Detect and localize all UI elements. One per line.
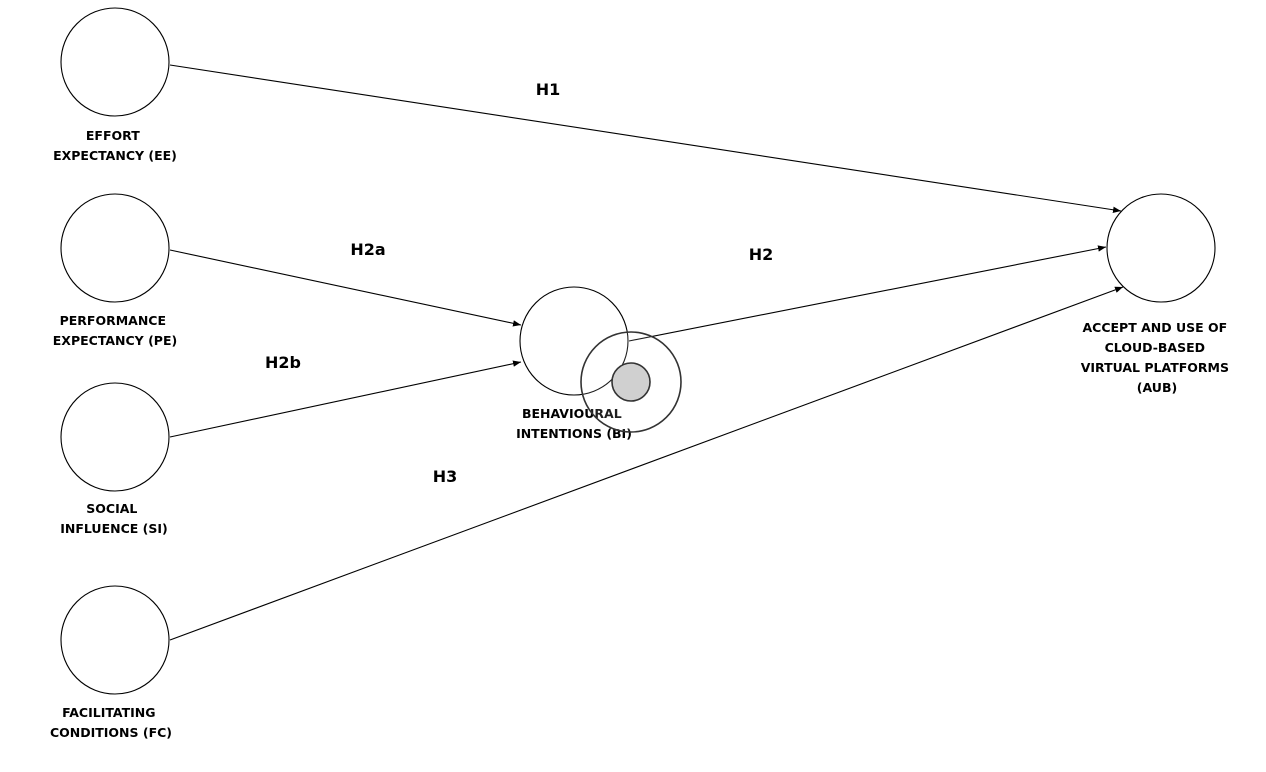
node-ee-label: EFFORT EXPECTANCY (EE): [53, 128, 177, 163]
edge-h1: [169, 64, 1122, 213]
edge-label-h2: H2: [749, 245, 774, 264]
node-pe-circle: [60, 193, 170, 303]
node-fc-circle: [60, 585, 170, 695]
node-fc-label: FACILITATING CONDITIONS (FC): [50, 705, 172, 740]
edge-label-h2a: H2a: [350, 240, 385, 259]
node-aub-label-line: (AUB): [1137, 380, 1177, 395]
node-ee-label-line: EFFORT: [86, 128, 140, 143]
edge-labels: H1 H2a H2 H2b H3: [265, 80, 773, 486]
node-bi-label-line: INTENTIONS (BI): [516, 426, 632, 441]
node-fc-label-line: FACILITATING: [62, 705, 155, 720]
edge-label-h1: H1: [536, 80, 561, 99]
node-pe-label-line: PERFORMANCE: [60, 313, 166, 328]
edge-h2: [628, 245, 1107, 342]
node-aub: ACCEPT AND USE OF CLOUD-BASED VIRTUAL PL…: [1081, 193, 1234, 395]
edge-h2b: [169, 360, 522, 438]
node-bi-label-line: BEHAVIOURAL: [522, 406, 622, 421]
edge-label-h2b: H2b: [265, 353, 301, 372]
node-aub-label: ACCEPT AND USE OF CLOUD-BASED VIRTUAL PL…: [1081, 320, 1234, 395]
node-pe: PERFORMANCE EXPECTANCY (PE): [53, 193, 177, 348]
node-fc: FACILITATING CONDITIONS (FC): [50, 585, 172, 740]
node-pe-label-line: EXPECTANCY (PE): [53, 333, 177, 348]
edge-label-h3: H3: [433, 467, 458, 486]
node-ee: EFFORT EXPECTANCY (EE): [53, 7, 177, 163]
node-aub-label-line: CLOUD-BASED: [1105, 340, 1205, 355]
node-si: SOCIAL INFLUENCE (SI): [60, 382, 170, 536]
node-aub-label-line: VIRTUAL PLATFORMS: [1081, 360, 1229, 375]
node-ee-label-line: EXPECTANCY (EE): [53, 148, 177, 163]
cursor-indicator: [580, 331, 682, 433]
node-bi: BEHAVIOURAL INTENTIONS (BI): [516, 286, 632, 441]
node-fc-label-line: CONDITIONS (FC): [50, 725, 172, 740]
node-aub-label-line: ACCEPT AND USE OF: [1082, 320, 1227, 335]
node-aub-circle: [1106, 193, 1216, 303]
node-bi-label: BEHAVIOURAL INTENTIONS (BI): [516, 406, 632, 441]
node-si-label-line: INFLUENCE (SI): [60, 521, 167, 536]
edge-h3: [169, 286, 1124, 641]
node-si-label-line: SOCIAL: [86, 501, 137, 516]
cursor-dot-icon: [611, 362, 651, 402]
node-si-circle: [60, 382, 170, 492]
node-pe-label: PERFORMANCE EXPECTANCY (PE): [53, 313, 177, 348]
edge-h2a: [169, 249, 522, 327]
node-bi-circle: [519, 286, 629, 396]
node-si-label: SOCIAL INFLUENCE (SI): [60, 501, 167, 536]
node-ee-circle: [60, 7, 170, 117]
edges: [169, 64, 1124, 641]
